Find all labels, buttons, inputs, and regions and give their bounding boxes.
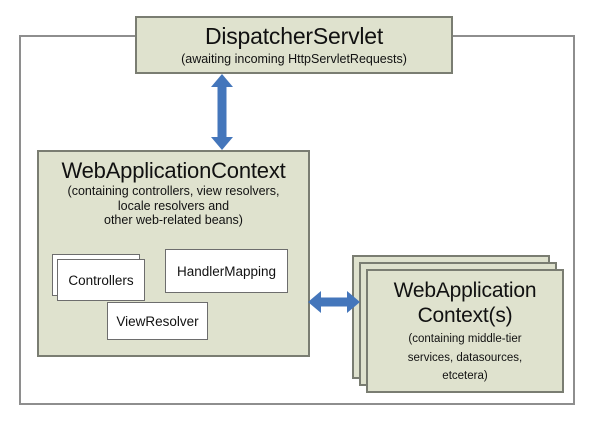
view-resolver-box: ViewResolver [107, 302, 208, 340]
web-application-context-subtitle-line-2: locale resolvers and [117, 198, 230, 213]
handler-mapping-label: HandlerMapping [176, 263, 277, 279]
arrow-webapp-context-to-backend-contexts-icon [308, 288, 360, 316]
dispatcher-servlet-subtitle: (awaiting incoming HttpServletRequests) [181, 52, 407, 67]
backend-contexts-title-line-1: WebApplication [393, 279, 537, 303]
controllers-box: Controllers [57, 259, 145, 301]
backend-contexts-subtitle-line-3: etcetera) [442, 370, 488, 383]
web-application-context-title: WebApplicationContext [61, 158, 286, 183]
web-application-context-subtitle-line-1: (containing controllers, view resolvers, [67, 184, 280, 198]
backend-web-application-contexts-box: WebApplication Context(s) (containing mi… [366, 269, 564, 393]
backend-contexts-title-line-2: Context(s) [417, 304, 513, 328]
arrow-head-up-icon [211, 74, 233, 87]
arrow-shaft [217, 83, 227, 141]
arrow-head-right-icon [347, 291, 360, 313]
arrow-head-left-icon [308, 291, 321, 313]
arrow-dispatcher-to-webapp-context-icon [207, 74, 237, 150]
web-application-context-subtitle-line-3: other web-related beans) [104, 213, 243, 227]
dispatcher-servlet-title: DispatcherServlet [204, 23, 384, 50]
backend-contexts-subtitle-line-1: (containing middle-tier [408, 333, 522, 346]
view-resolver-label: ViewResolver [116, 313, 199, 329]
controllers-label: Controllers [68, 272, 134, 288]
arrow-shaft [317, 297, 351, 307]
handler-mapping-box: HandlerMapping [165, 249, 288, 293]
arrow-head-down-icon [211, 137, 233, 150]
backend-contexts-subtitle-line-2: services, datasources, [407, 351, 523, 364]
dispatcher-servlet-box: DispatcherServlet (awaiting incoming Htt… [135, 16, 453, 74]
